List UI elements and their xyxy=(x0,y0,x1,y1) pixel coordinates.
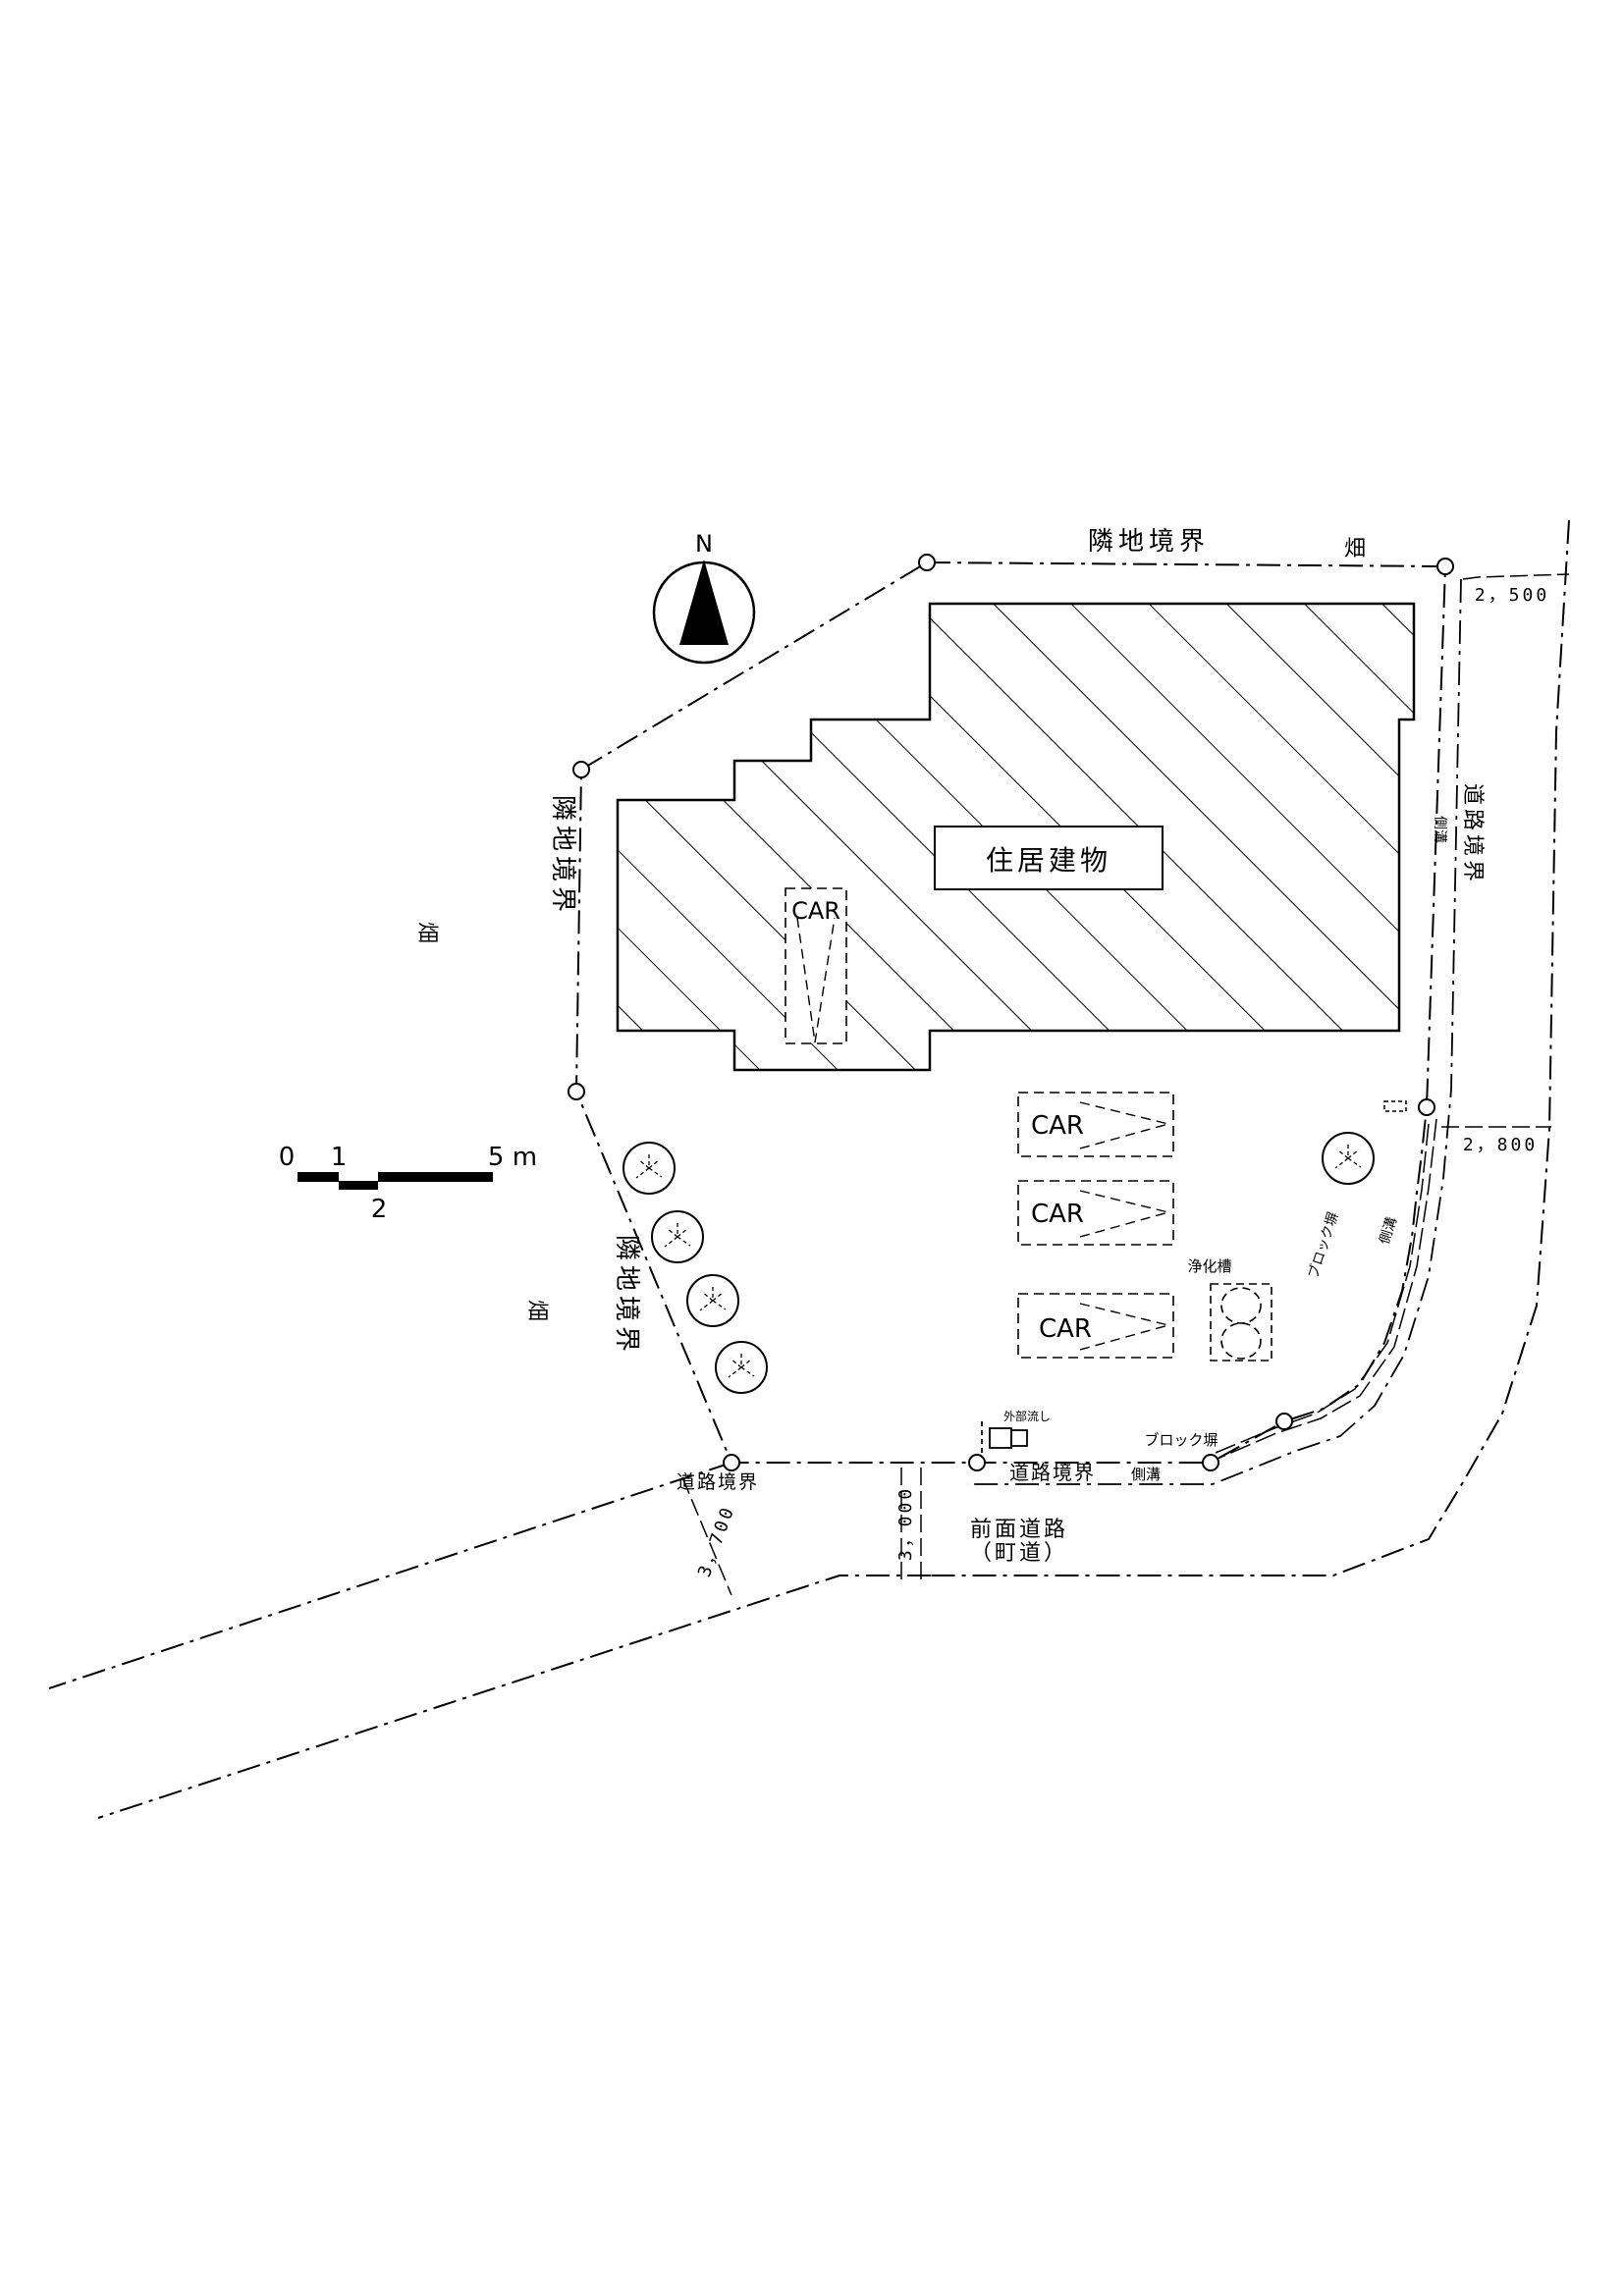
north-label: N xyxy=(695,530,713,558)
outdoor-sink-icon xyxy=(981,1421,1028,1458)
width-center: 3，000 xyxy=(895,1486,916,1561)
block-wall-south: ブロック塀 xyxy=(1144,1431,1218,1449)
width-north-east: 2，500 xyxy=(1475,585,1549,606)
scale-label-1: 1 xyxy=(331,1143,348,1172)
side-ditch-curve: 側溝 xyxy=(1377,1215,1400,1247)
width-line-west xyxy=(681,1476,732,1596)
outdoor-sink-label: 外部流し xyxy=(1003,1409,1051,1423)
width-west: 3，700 xyxy=(694,1503,739,1580)
parking-label-4: CAR xyxy=(1039,1314,1092,1344)
parking-label-3: CAR xyxy=(1031,1200,1084,1229)
property-boundary xyxy=(574,561,1447,1464)
front-road-label: 前面道路 xyxy=(970,1518,1068,1542)
septic-tank-icon xyxy=(1210,1283,1272,1362)
parking-label-2: CAR xyxy=(1031,1111,1084,1141)
house-label: 住居建物 xyxy=(986,844,1111,877)
block-wall-line xyxy=(1217,1118,1437,1460)
parking-label-1: CAR xyxy=(791,897,840,925)
tree-icon xyxy=(651,1210,704,1263)
side-ditch-south: 側溝 xyxy=(1131,1466,1161,1483)
boundary-markers xyxy=(568,554,1454,1471)
parking-space-1-mark xyxy=(796,917,836,1043)
scale-bar xyxy=(298,1172,493,1190)
scale-label-2: 2 xyxy=(371,1195,388,1224)
field-southwest: 畑 xyxy=(524,1300,549,1321)
septic-tank-label: 浄化槽 xyxy=(1187,1257,1231,1275)
road-east-outer-edge xyxy=(931,519,1570,1576)
meter-mark xyxy=(1383,1100,1407,1112)
north-arrow-icon xyxy=(652,560,756,665)
neighbor-boundary-southwest: 隣地境界 xyxy=(612,1235,641,1357)
front-road-type: （町道） xyxy=(970,1541,1068,1566)
parking-space-1 xyxy=(785,887,847,1044)
field-west: 畑 xyxy=(414,922,439,943)
field-north: 畑 xyxy=(1344,537,1366,561)
road-boundary-east: 道路境界 xyxy=(1460,783,1485,885)
road-boundary-south: 道路境界 xyxy=(1009,1461,1096,1484)
neighbor-boundary-west: 隣地境界 xyxy=(548,795,577,917)
house-label-box xyxy=(934,826,1164,890)
width-line-north-east xyxy=(1462,573,1570,580)
tree-icon xyxy=(715,1341,768,1394)
road-south-upper-edge xyxy=(48,1462,732,1689)
tree-icon xyxy=(686,1274,739,1327)
neighbor-boundary-north: 隣地境界 xyxy=(1088,527,1210,557)
tree-icon xyxy=(623,1142,676,1195)
tree-icon xyxy=(1322,1132,1375,1185)
scale-label-0: 0 xyxy=(279,1143,296,1172)
road-east-inner-edge xyxy=(967,578,1462,1485)
road-south-lower-edge xyxy=(97,1575,931,1819)
tree-icons xyxy=(623,1132,1375,1394)
block-wall-east: ブロック塀 xyxy=(1305,1210,1342,1281)
road-boundary-west: 道路境界 xyxy=(677,1471,759,1493)
width-south-east: 2，800 xyxy=(1463,1135,1538,1155)
side-ditch-east: 側溝 xyxy=(1432,816,1447,843)
scale-label-5m: 5 m xyxy=(488,1143,537,1172)
